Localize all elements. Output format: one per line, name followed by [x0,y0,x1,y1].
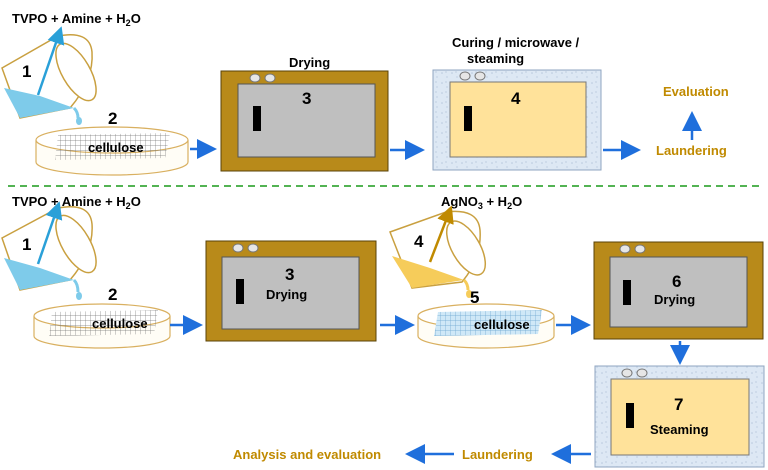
top-curing-title-2: steaming [467,51,524,66]
top-evaluation-label: Evaluation [663,84,729,99]
bottom-laundering-label: Laundering [462,447,533,462]
top-dryer-title: Drying [289,55,330,70]
silver-dish-number: 5 [470,288,479,307]
bottom-dryer-oven-2 [593,241,764,340]
silver-dish-icon [417,303,555,349]
bottom-steamer-label: Steaming [650,422,709,437]
top-dryer-oven [220,70,389,172]
silver-dish-label: cellulose [474,317,530,332]
top-transfer-arrow [36,26,65,96]
bottom-transfer-arrow [36,201,63,265]
bottom-beaker-number: 1 [22,235,31,254]
top-dish-icon [35,126,189,176]
bottom-dish-icon [33,303,171,349]
bottom-dryer-1-number: 3 [285,265,294,284]
silver-transfer-arrow [428,205,454,263]
top-dryer-number: 3 [302,89,311,108]
bottom-dish-number: 2 [108,285,117,304]
top-curing-title-1: Curing / microwave / [452,35,580,50]
bottom-steamer-oven [594,365,765,468]
top-curing-oven [432,69,602,171]
top-dish-label: cellulose [88,140,144,155]
bottom-dryer-2-number: 6 [672,272,681,291]
bottom-reagents-label: TVPO + Amine + H2O [12,194,141,211]
top-reagents-label: TVPO + Amine + H2O [12,11,141,28]
top-laundering-label: Laundering [656,143,727,158]
top-curing-number: 4 [511,89,521,108]
bottom-dish-label: cellulose [92,316,148,331]
top-beaker-number: 1 [22,62,31,81]
silver-beaker-number: 4 [414,232,424,251]
silver-reagent-label: AgNO3 + H2O [441,194,522,211]
bottom-dryer-2-label: Drying [654,292,695,307]
bottom-dryer-oven-1 [205,240,377,342]
bottom-steamer-number: 7 [674,395,683,414]
bottom-dryer-1-label: Drying [266,287,307,302]
silver-beaker-icon [389,210,487,298]
top-beaker-icon [1,34,97,125]
top-dish-number: 2 [108,109,117,128]
bottom-analysis-label: Analysis and evaluation [233,447,381,462]
